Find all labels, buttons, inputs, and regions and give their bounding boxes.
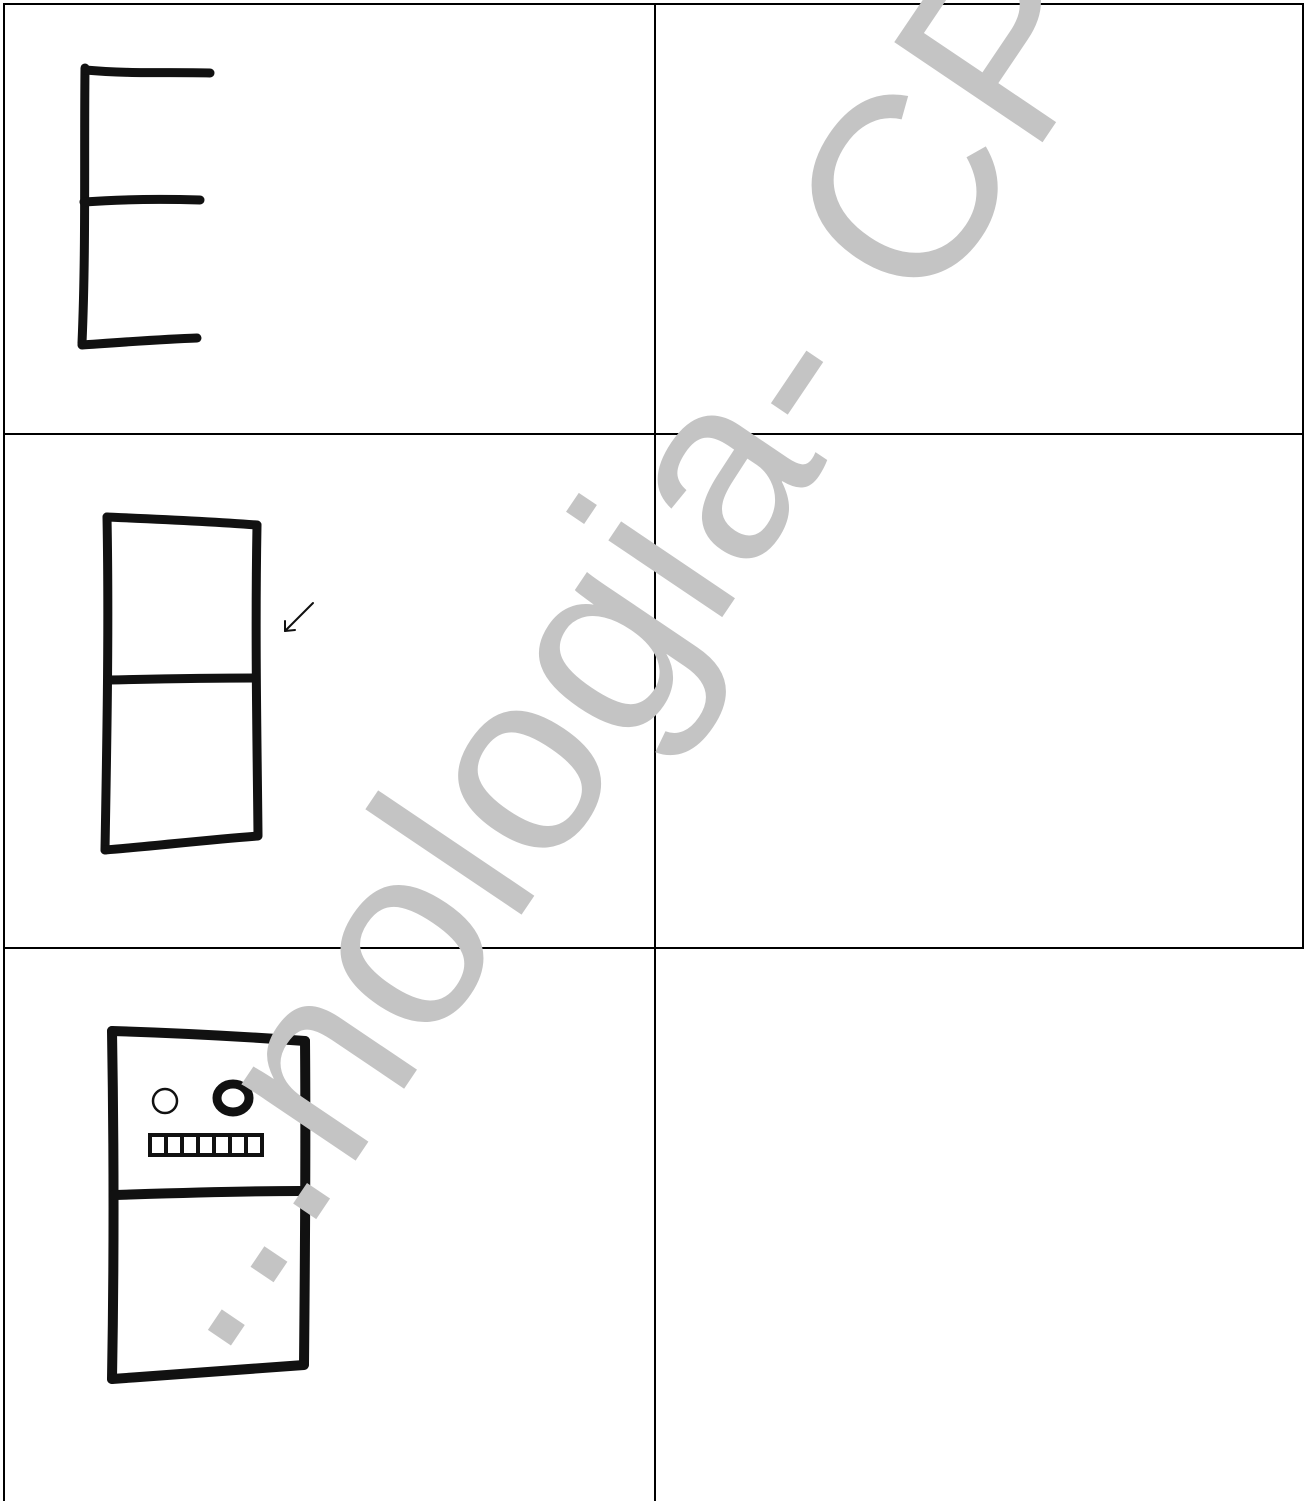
cell-step-1-drawing: [5, 5, 654, 433]
table-border-right: [1302, 3, 1304, 949]
cell-step-3-drawing: [5, 949, 654, 1501]
left-eye-icon: [153, 1089, 177, 1113]
cell-step-2-blank: [656, 435, 1302, 947]
cell-step-3-blank: [656, 949, 1302, 1501]
right-eye-icon: [217, 1084, 249, 1112]
robot-face-icon: [100, 1019, 340, 1399]
arrow-icon: [285, 603, 313, 631]
mouth-icon: [150, 1135, 262, 1155]
drawing-steps-table: [3, 3, 1304, 1501]
two-box-icon: [95, 505, 355, 865]
cell-step-1-blank: [656, 5, 1302, 433]
letter-e-icon: [70, 60, 270, 360]
cell-step-2-drawing: [5, 435, 654, 947]
